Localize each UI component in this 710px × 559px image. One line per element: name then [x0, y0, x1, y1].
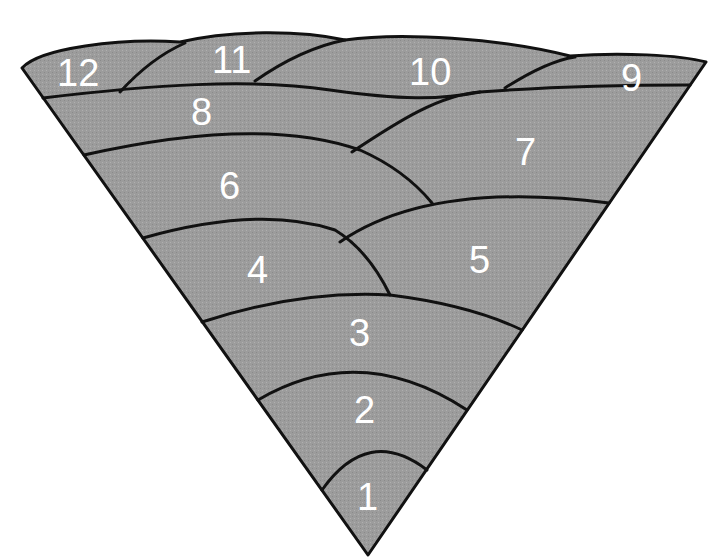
rock-layer: 11 — [212, 41, 251, 79]
layer-boundary — [340, 197, 609, 242]
rock-layer: 6 — [219, 167, 240, 205]
layer-boundary — [505, 57, 575, 88]
layer-number: 10 — [409, 53, 451, 91]
rock-layer: 12 — [57, 54, 99, 92]
layer-boundary — [255, 40, 345, 81]
layer-boundary — [143, 219, 390, 295]
layer-number: 7 — [515, 133, 536, 171]
layer-number: 12 — [57, 54, 99, 92]
layer-number: 6 — [219, 167, 240, 205]
rock-layer: 2 — [354, 391, 375, 429]
rock-layer: 7 — [515, 133, 536, 171]
layer-boundary — [120, 43, 185, 92]
layer-boundary — [84, 134, 432, 203]
rock-layer: 9 — [621, 59, 642, 97]
layer-number: 5 — [469, 241, 490, 279]
layer-number: 1 — [357, 478, 378, 516]
layer-number: 4 — [247, 251, 268, 289]
layer-number: 8 — [191, 93, 212, 131]
layer-number: 2 — [354, 391, 375, 429]
rock-layer: 3 — [349, 314, 370, 352]
triangle-body — [22, 33, 706, 555]
rock-layer: 5 — [469, 241, 490, 279]
rock-layer: 4 — [247, 251, 268, 289]
rock-layer: 8 — [191, 93, 212, 131]
layer-number: 11 — [212, 41, 251, 79]
layer-number: 9 — [621, 59, 642, 97]
rock-layer: 10 — [409, 53, 451, 91]
layer-number: 3 — [349, 314, 370, 352]
rock-layer: 1 — [357, 478, 378, 516]
